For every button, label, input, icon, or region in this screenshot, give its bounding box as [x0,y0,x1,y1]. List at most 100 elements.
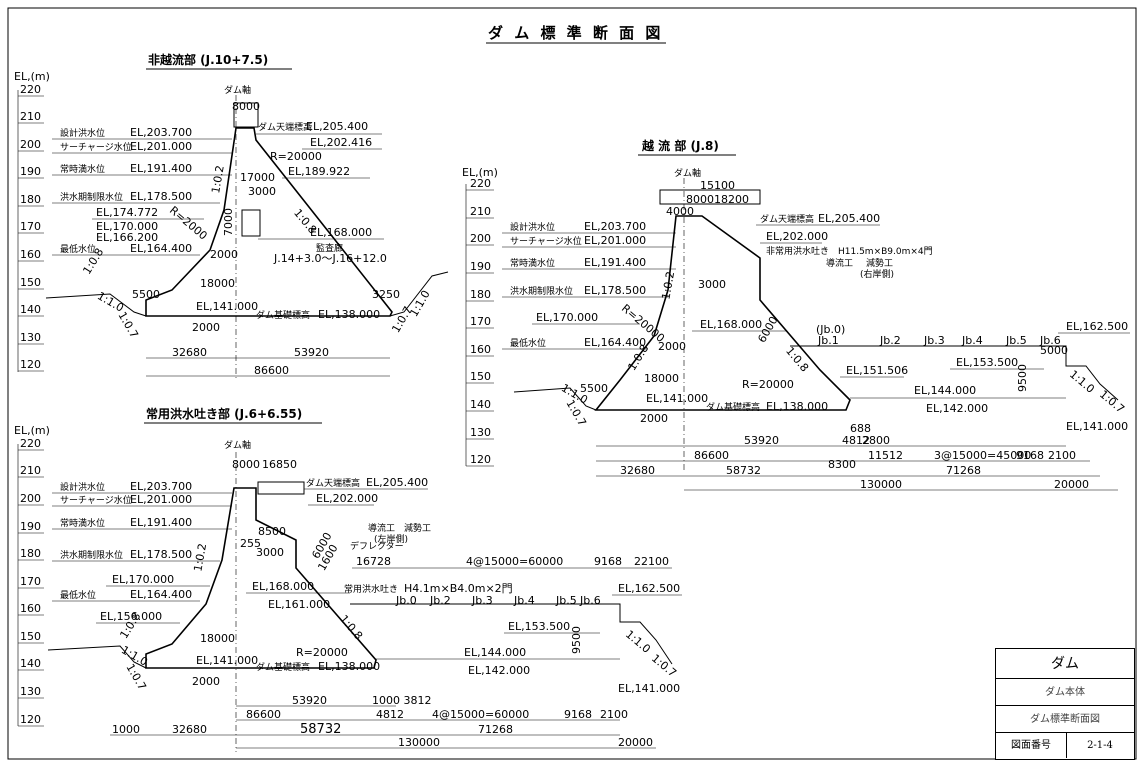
jb4-3: Jb.4 [513,594,535,607]
el-153-3: EL,153.500 [508,620,570,633]
elev3-tick-170: 170 [20,575,41,588]
wl2-normal-value: EL,191.400 [584,256,646,269]
dim-9168-2: 9168 [1016,449,1044,462]
r-small-1: R=2000 [167,204,210,243]
tb-sub: ダム本体 [996,679,1134,706]
outlet-title: 常用洪水吐き部 (J.6+6.55) [146,406,302,421]
el-166-1: EL,166.200 [96,231,158,244]
wl3-design-value: EL,203.700 [130,480,192,493]
elev3-tick-130: 130 [20,685,41,698]
el-168-3: EL,168.000 [252,580,314,593]
dim-18000-2: 18000 [644,372,679,385]
el-141b-2: EL,141.000 [1066,420,1128,433]
crest-block-1 [233,102,259,128]
apron-b-2: 減勢工 [866,257,893,269]
wl3-surcharge-value: EL,201.000 [130,493,192,506]
el-141-1: EL,141.000 [196,300,258,313]
jb3-2: Jb.3 [923,334,945,347]
elev3-tick-200: 200 [20,492,41,505]
el-202-2: EL,202.000 [766,230,828,243]
dim-16850-3: 16850 [262,458,297,471]
elev-tick-170: 170 [20,220,41,233]
dim-255-3: 255 [240,537,261,550]
outlet-section: 常用洪水吐き部 (J.6+6.55) EL,(m) 220 210 200 19… [14,406,682,752]
elev-tick-160: 160 [20,248,41,261]
wl2-low-name: 最低水位 [510,337,546,349]
elev2-tick-210: 210 [470,205,491,218]
jb3-3: Jb.3 [471,594,493,607]
el-144-2: EL,144.000 [914,384,976,397]
elev-tick-210: 210 [20,110,41,123]
page-title: ダ ム 標 準 断 面 図 [488,24,663,42]
dim-3000-1: 3000 [248,185,276,198]
elev-tick-200: 200 [20,138,41,151]
elev3-tick-210: 210 [20,464,41,477]
slope-end2-2: 1:0.7 [1097,388,1127,416]
crest-el-2: EL,205.400 [818,212,880,225]
elev2-tick-220: 220 [470,177,491,190]
el-142-2: EL,142.000 [926,402,988,415]
dim-17000-1: 17000 [240,171,275,184]
elev-tick-190: 190 [20,165,41,178]
non-overflow-section: 非越流部 (J.10+7.5) EL,(m) 220 210 200 190 1… [14,52,449,380]
gallery-range-1: J.14+3.0～J.16+12.0 [273,252,387,265]
dims-2: 53920 4812 2800 86600 11512 3@15000=4500… [596,434,1118,491]
base-el-1: EL,138.000 [318,308,380,321]
wl-flood-name-1: 洪水期制限水位 [60,191,123,203]
water-levels-3: 設計洪水位 EL,203.700 サーチャージ水位 EL,201.000 常時満… [52,480,232,602]
jb1-2: Jb.1 [817,334,839,347]
elevation-axis-1: EL,(m) 220 210 200 190 180 170 160 150 1… [14,70,50,372]
dim-9168-3: 9168 [594,555,622,568]
wl2-flood-value: EL,178.500 [584,284,646,297]
dim-15100-2: 15100 [700,179,735,192]
tb-number-row: 図面番号 2-1-4 [996,733,1134,758]
r-20000-3: R=20000 [296,646,348,659]
dim-9168b-3: 9168 [564,708,592,721]
dim-5500-2: 5500 [580,382,608,395]
elev2-tick-190: 190 [470,260,491,273]
dim-688-2: 688 [850,422,871,435]
tb-number-label: 図面番号 [996,733,1067,758]
dim-53920-3: 53920 [292,694,327,707]
drawing-border [7,7,1137,760]
wl3-low-name: 最低水位 [60,589,96,601]
dim-4000-2: 4000 [666,205,694,218]
dim-86600-2: 86600 [694,449,729,462]
dim-4at-b-3: 4@15000=60000 [432,708,529,721]
ground-left-3 [47,645,147,669]
dim-130000-3: 130000 [398,736,440,749]
pier-top-3 [257,481,305,495]
wl2-surcharge-name: サーチャージ水位 [510,235,582,247]
dim-3000-2: 3000 [698,278,726,291]
dim-32680-3: 32680 [172,723,207,736]
crest-width-1: 8000 [232,100,260,113]
el-161-3: EL,161.000 [268,598,330,611]
title-block: ダム ダム本体 ダム標準断面図 図面番号 2-1-4 [995,648,1135,760]
wl3-design-name: 設計洪水位 [60,481,105,493]
jb2-3: Jb.2 [429,594,451,607]
dim-8000-2: 8000 [686,193,714,206]
dim-71268-2: 71268 [946,464,981,477]
dim-2000-3: 2000 [192,675,220,688]
slope-up-2: 1:0.2 [659,270,677,300]
dim-4at-3: 4@15000=60000 [466,555,563,568]
wl2-design-value: EL,203.700 [584,220,646,233]
bank-3: (左岸側) [374,533,408,545]
elev2-tick-170: 170 [470,315,491,328]
gallery-1 [241,209,261,237]
water-levels-1: 設計洪水位 EL,203.700 サーチャージ水位 EL,201.000 常時満… [52,126,232,256]
wl-low-name-1: 最低水位 [60,243,96,255]
wl-surcharge-name-1: サーチャージ水位 [60,141,132,153]
el-142-3: EL,142.000 [468,664,530,677]
elev-tick-150: 150 [20,276,41,289]
overflow-section: 越 流 部 (J.8) EL,(m) 220 210 200 190 180 1… [462,138,1130,491]
wl3-surcharge-name: サーチャージ水位 [60,494,132,506]
el-156-3: EL,156.000 [100,610,162,623]
dim-4812-3: 4812 [376,708,404,721]
base-el-3: EL,138.000 [318,660,380,673]
el-168-1: EL,168.000 [310,226,372,239]
dim-2000b-1: 2000 [192,321,220,334]
jb0-2: (Jb.0) [816,323,845,336]
dim-32680-1: 32680 [172,346,207,359]
wl-surcharge-value-1: EL,201.000 [130,140,192,153]
